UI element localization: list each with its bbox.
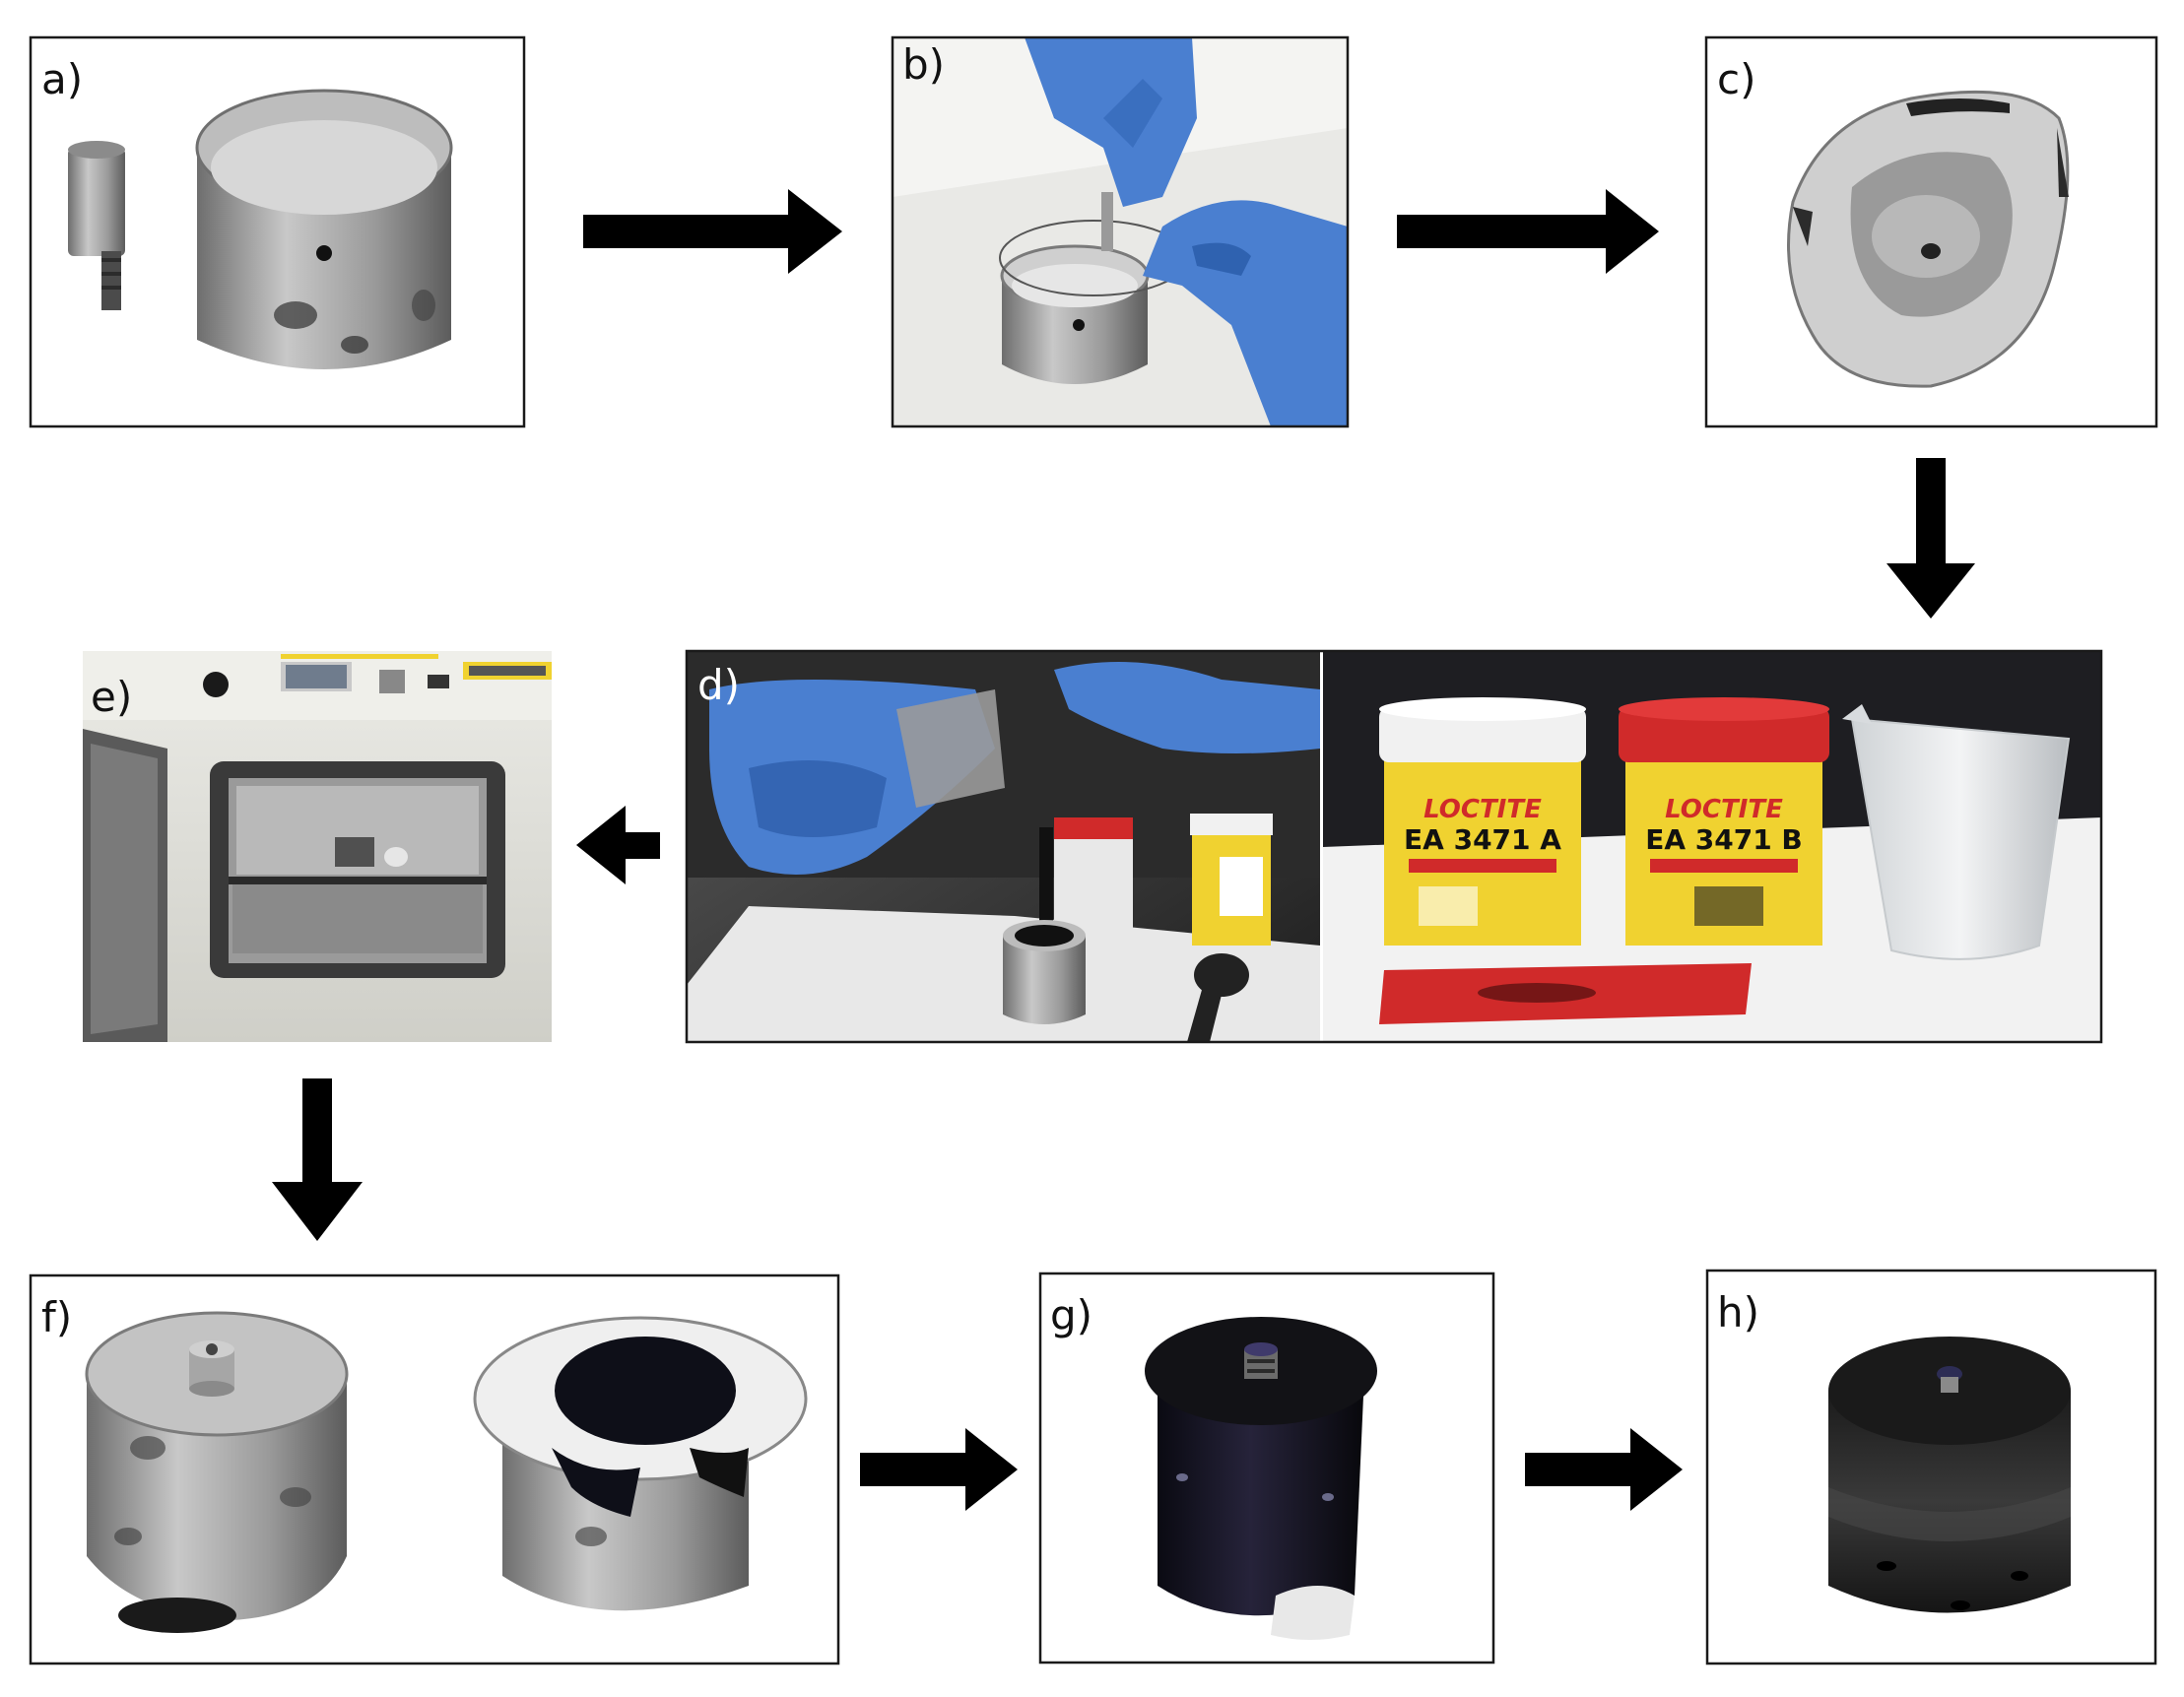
jar-b-brand: LOCTITE: [1665, 795, 1783, 824]
pouring-resin-photo: [687, 651, 1320, 1042]
arrow-d-to-e: [576, 806, 660, 884]
panel-c-label: c): [1717, 55, 1755, 103]
panel-f: f): [29, 1273, 840, 1665]
lined-mould-image: [1787, 90, 2070, 388]
arrow-e-to-f: [272, 1078, 363, 1241]
panel-h-frame: [1705, 1269, 2157, 1665]
panel-d-divider: [1320, 651, 1323, 1042]
panel-c-frame: [1704, 35, 2158, 428]
finished-resin-sample-image: [1828, 1337, 2071, 1613]
epoxy-kit-photo: LOCTITE EA 3471 A LOCTITE EA 3471 B: [1323, 651, 2101, 1042]
metal-ring-image: [999, 220, 1188, 384]
panel-g: g): [1038, 1272, 1495, 1664]
panel-g-frame: [1038, 1272, 1495, 1664]
demoulded-metal-part-image: [85, 1311, 349, 1633]
demoulded-resin-sample-image: [1145, 1317, 1377, 1640]
resin-filled-mould-image: [473, 1316, 808, 1611]
measuring-cup: [1850, 717, 2071, 960]
panel-a: a): [29, 35, 526, 428]
panel-d: LOCTITE EA 3471 A LOCTITE EA 3471 B d): [685, 649, 2103, 1044]
panel-b-frame: [891, 35, 1350, 428]
blue-gloves-image: [1025, 37, 1348, 426]
panel-c: c): [1704, 35, 2158, 428]
panel-e-label: e): [91, 673, 132, 721]
panel-b-label: b): [902, 40, 945, 89]
oven-photo: [83, 651, 552, 1042]
panel-d-frame: [685, 649, 2103, 1044]
panel-a-frame: [29, 35, 526, 428]
arrow-a-to-b: [583, 189, 842, 274]
arrow-f-to-g: [860, 1428, 1018, 1511]
jar-a-product: EA 3471 A: [1404, 823, 1561, 856]
panel-a-label: a): [41, 55, 83, 103]
panel-h-label: h): [1717, 1288, 1759, 1337]
jar-b-product: EA 3471 B: [1645, 823, 1803, 856]
panel-b: b): [891, 35, 1350, 428]
threaded-insert-image: [68, 141, 125, 310]
panel-e: e): [83, 651, 552, 1042]
panel-f-frame: [29, 1273, 840, 1665]
panel-g-label: g): [1050, 1291, 1092, 1339]
panel-h: h): [1705, 1269, 2157, 1665]
panel-d-label: d): [697, 661, 740, 709]
arrow-b-to-c: [1397, 189, 1659, 274]
metal-mould-image: [195, 89, 453, 369]
arrow-c-to-d: [1886, 458, 1975, 619]
arrow-g-to-h: [1525, 1428, 1683, 1511]
epoxy-jar-a: [1384, 749, 1581, 946]
jar-a-brand: LOCTITE: [1423, 795, 1542, 824]
panel-f-label: f): [41, 1293, 72, 1341]
